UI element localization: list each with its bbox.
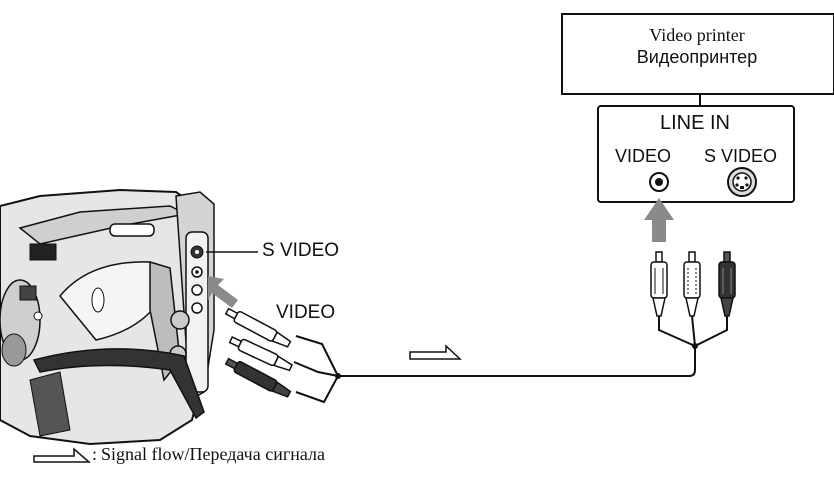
- printer-title: Video printer Видеопринтер: [562, 24, 832, 68]
- legend-separator: :: [92, 444, 97, 465]
- printer-video-label: VIDEO: [615, 146, 671, 167]
- camcorder-svideo-jack-icon: [191, 246, 203, 258]
- av-cable: [294, 336, 695, 402]
- video-plug: [651, 252, 667, 316]
- camcorder: [0, 190, 214, 444]
- legend: : Signal flow/Передача сигнала: [30, 444, 325, 465]
- svideo-jack-icon: [728, 168, 756, 196]
- video-jack-icon: [650, 173, 668, 191]
- audio-red-plug: [719, 252, 735, 316]
- printer-name-en: Video printer: [562, 24, 832, 46]
- insert-arrow-printer: [644, 198, 674, 242]
- printer-name-ru: Видеопринтер: [562, 46, 832, 68]
- camcorder-video-label: VIDEO: [276, 302, 335, 324]
- camcorder-svideo-label: S VIDEO: [262, 240, 339, 262]
- legend-text: Signal flow/Передача сигнала: [101, 444, 325, 465]
- rca-plugs-printer-side: [651, 252, 735, 349]
- printer-svideo-label: S VIDEO: [704, 146, 777, 167]
- audio-white-plug: [684, 252, 700, 316]
- signal-flow-arrow-icon: [410, 346, 460, 359]
- line-in-title: LINE IN: [600, 112, 790, 135]
- camcorder-video-jack-icon: [192, 267, 202, 277]
